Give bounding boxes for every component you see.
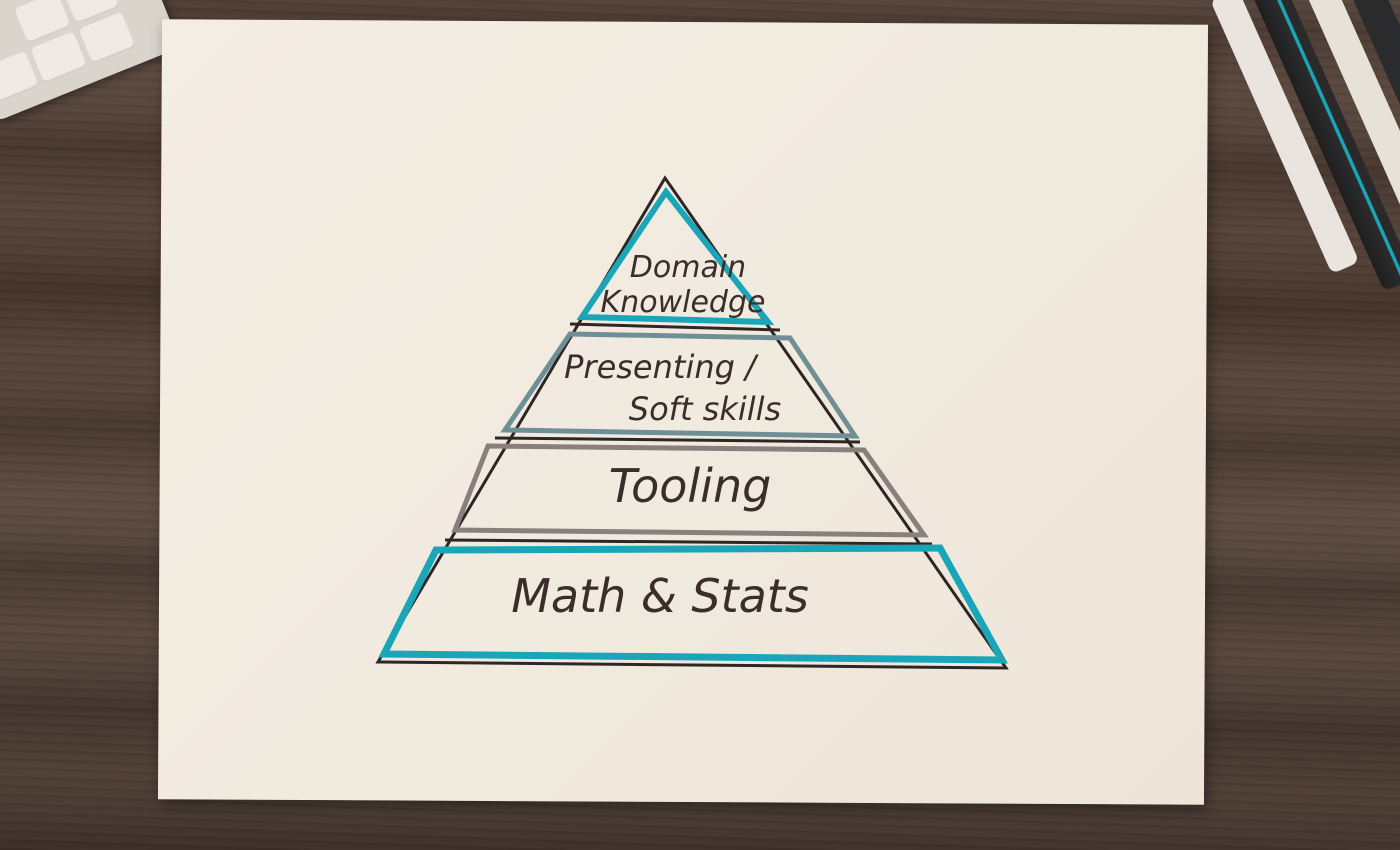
- tier-2-label-line1: Presenting /: [564, 348, 759, 386]
- pyramid-outline: [375, 175, 1009, 670]
- tier-3-label: Tooling: [609, 459, 772, 513]
- tier-3-outline: [451, 443, 929, 538]
- tier-divider: [569, 322, 781, 332]
- tier-1-label-line2: Knowledge: [601, 285, 766, 320]
- tier-2-outline: [500, 331, 860, 439]
- tier-4-outline: [378, 544, 1008, 664]
- tier-divider: [494, 436, 861, 444]
- tier-1-outline: [576, 186, 775, 326]
- tier-2-label-line2: Soft skills: [629, 390, 781, 428]
- tier-4-label: Math & Stats: [511, 569, 809, 623]
- tier-divider: [444, 538, 933, 546]
- tier-1-label-line1: Domain: [630, 250, 746, 285]
